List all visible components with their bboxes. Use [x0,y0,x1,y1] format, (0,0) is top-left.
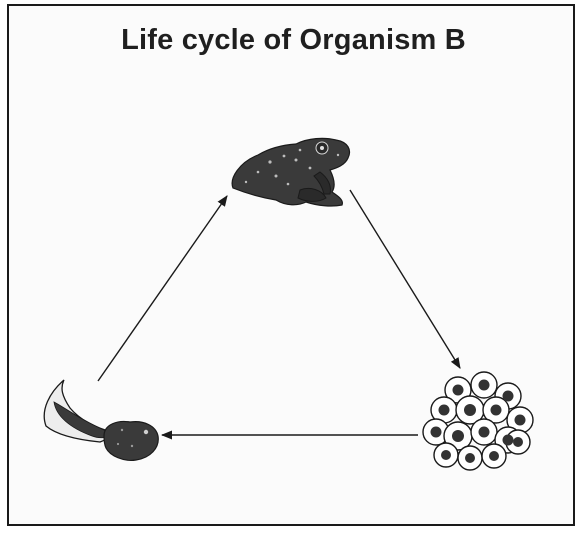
frog-eggs-icon [423,372,533,470]
tadpole-icon [44,380,158,460]
adult-frog-icon [232,138,349,206]
arrow-tadpole-to-frog [98,196,227,381]
arrow-frog-to-eggs [350,190,460,368]
